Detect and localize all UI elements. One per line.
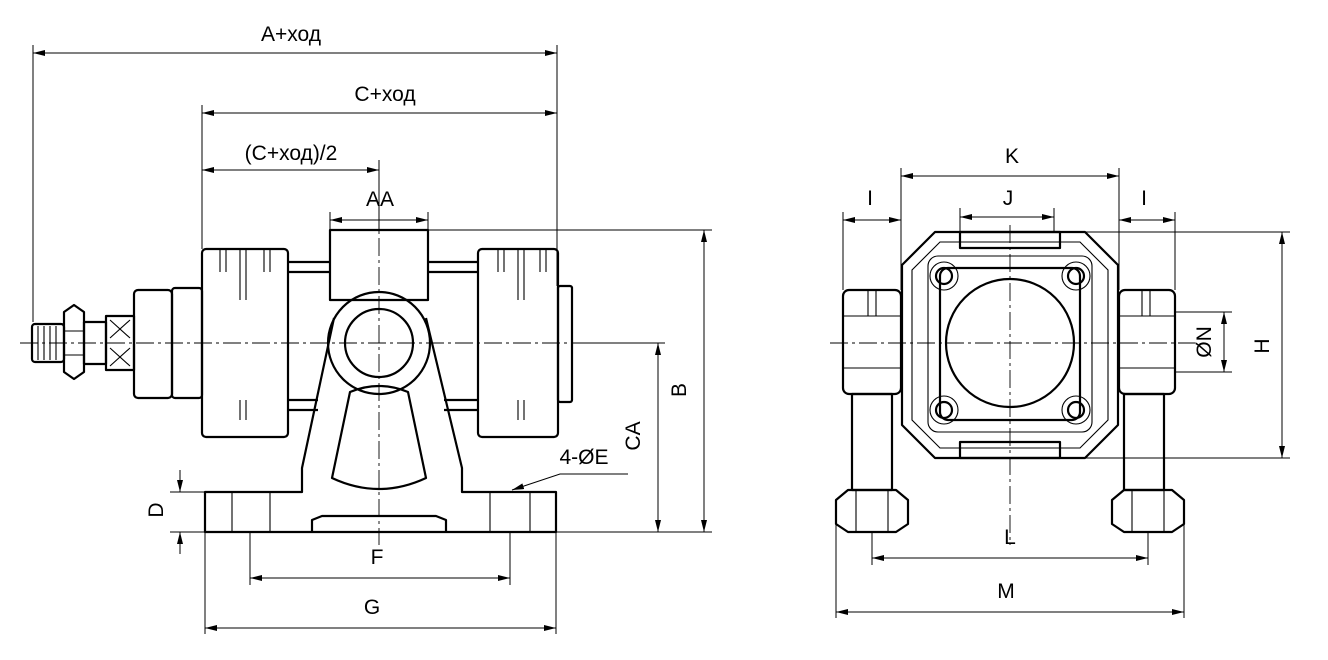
- front-dimension-lines: [836, 173, 1285, 615]
- side-view: A+ход C+ход (C+ход)/2 AA B CA D 4-ØE F G: [20, 23, 712, 634]
- dim-label-A: A+ход: [261, 23, 321, 46]
- pivot-bracket: [203, 290, 558, 534]
- dim-label-C-half: (C+ход)/2: [245, 142, 338, 165]
- dim-label-I-right: I: [1141, 187, 1147, 210]
- dim-label-D: D: [145, 502, 168, 517]
- dim-label-M: M: [997, 580, 1015, 603]
- dim-label-K: K: [1005, 145, 1019, 168]
- dim-label-CA: CA: [622, 421, 645, 450]
- dim-label-L: L: [1004, 526, 1016, 549]
- rod-end: [30, 303, 136, 381]
- front-view: K J I I ØN H L M: [830, 145, 1290, 618]
- dim-label-C: C+ход: [354, 83, 415, 106]
- dim-label-I-left: I: [867, 187, 873, 210]
- side-dimension-lines: [33, 50, 707, 631]
- right-end-block: [476, 247, 574, 439]
- front-extension-lines: [835, 168, 1290, 618]
- left-trunnion-leg: [834, 288, 910, 534]
- dim-label-H: H: [1251, 338, 1274, 353]
- left-end-block: [200, 247, 290, 439]
- right-trunnion-leg: [1110, 288, 1186, 534]
- tie-rods: [288, 260, 478, 412]
- dim-label-B: B: [668, 383, 691, 397]
- dim-label-N: ØN: [1193, 326, 1216, 358]
- dim-label-E: 4-ØE: [559, 446, 608, 469]
- dim-label-AA: AA: [366, 188, 394, 211]
- dim-label-J: J: [1003, 187, 1014, 210]
- side-extension-lines: [32, 45, 712, 634]
- dim-label-G: G: [364, 596, 380, 619]
- dim-label-F: F: [371, 546, 384, 569]
